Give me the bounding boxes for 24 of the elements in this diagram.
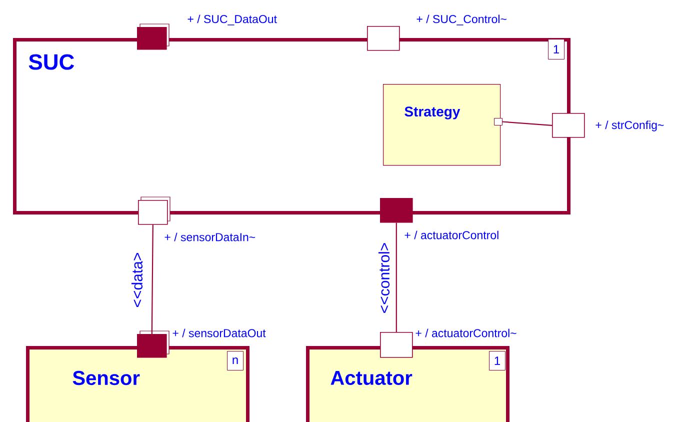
port-label: + / sensorDataIn~ <box>164 232 256 242</box>
port-label: + / strConfig~ <box>596 120 664 132</box>
connector <box>396 222 397 332</box>
port-label: + / sensorDataOut <box>172 328 266 338</box>
port-square <box>137 330 170 358</box>
port-label: + / actuatorControl~ <box>416 328 516 338</box>
port-square <box>380 198 413 223</box>
connector <box>502 121 552 126</box>
connector <box>151 224 154 334</box>
multiplicity-box: 1 <box>489 351 506 370</box>
port-label: + / SUC_Control~ <box>416 14 506 26</box>
port-square <box>367 26 400 51</box>
port-label: + / actuatorControl <box>404 230 498 240</box>
port-label: + / SUC_DataOut <box>188 14 277 26</box>
part-box: Strategy <box>383 84 501 166</box>
multiplicity-box: 1 <box>548 39 564 60</box>
port-square <box>552 113 585 138</box>
multiplicity-box: n <box>227 351 244 370</box>
port-square <box>494 118 502 126</box>
port-square <box>138 196 170 225</box>
port-square <box>137 24 170 50</box>
edge-label: <<data> <box>132 253 142 307</box>
edge-label: <<control> <box>378 243 390 313</box>
port-square <box>380 332 413 358</box>
